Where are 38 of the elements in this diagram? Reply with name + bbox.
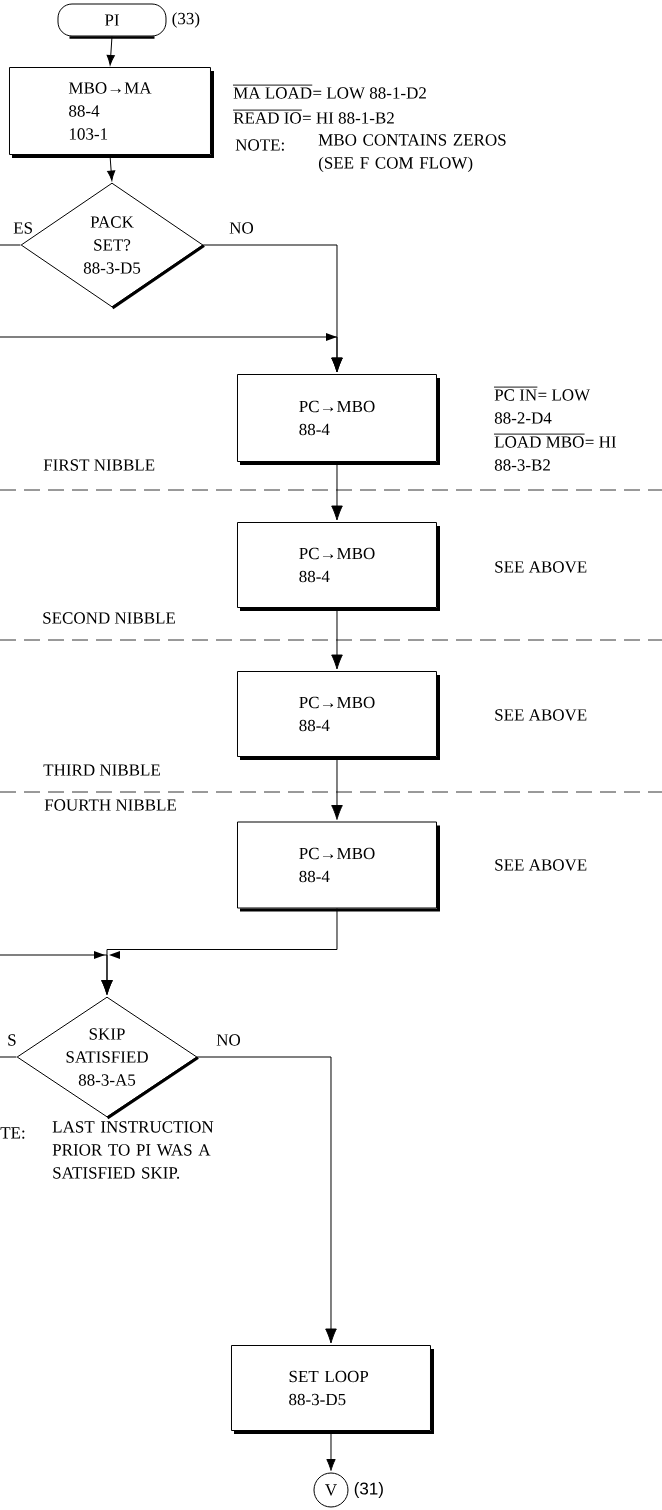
signal-name: READ IO [232, 109, 303, 124]
note-text: MBO CONTAINS ZEROS (SEE F COM FLOW) [318, 134, 506, 173]
signal-value: = LOW 88-1-D2 [313, 87, 426, 99]
edge-label: NO [215, 1033, 242, 1047]
process-box: PC→MBO 88-4 [237, 671, 440, 760]
note-text: TE: [0, 1127, 25, 1139]
signal-value: = HI 88-1-B2 [302, 112, 394, 124]
arrow [0, 333, 343, 373]
connector-line [0, 244, 21, 246]
arrow [106, 36, 115, 66]
sheet-reference: 88-3-B2 [494, 459, 550, 471]
section-label: SECOND NIBBLE [43, 612, 175, 624]
signal-value: = HI [585, 436, 616, 448]
signal-value: = LOW [538, 389, 591, 401]
signal-name: MA LOAD [232, 84, 313, 99]
connector-line [0, 1056, 17, 1058]
section-label: FOURTH NIBBLE [44, 799, 176, 811]
signal-name: PC IN [493, 386, 538, 401]
connector-number: (33) [172, 12, 200, 28]
process-box: PC→MBO 88-4 [237, 522, 440, 611]
signal-name: LOAD MBO [493, 433, 586, 448]
terminator-box: PI [57, 3, 167, 39]
arrow [197, 1056, 337, 1344]
arrow [0, 951, 113, 995]
note-text: SEE ABOVE [495, 709, 587, 721]
section-label: THIRD NIBBLE [43, 764, 160, 776]
sheet-reference: 88-2-D4 [494, 412, 552, 424]
connector-number: (31) [354, 1482, 383, 1498]
process-box: MBO→MA 88-4 103-1 [9, 67, 214, 158]
edge-label: NO [228, 221, 255, 235]
process-box: PC→MBO 88-4 [237, 374, 440, 465]
section-label: FIRST NIBBLE [43, 459, 155, 471]
note-text: SEE ABOVE [495, 561, 587, 573]
edge-label: S [6, 1033, 18, 1047]
process-box: PC→MBO 88-4 [237, 821, 440, 912]
note-text: NOTE: [235, 139, 284, 151]
note-text: SEE ABOVE [495, 859, 587, 871]
process-box: SET LOOP 88-3-D5 [231, 1345, 434, 1434]
